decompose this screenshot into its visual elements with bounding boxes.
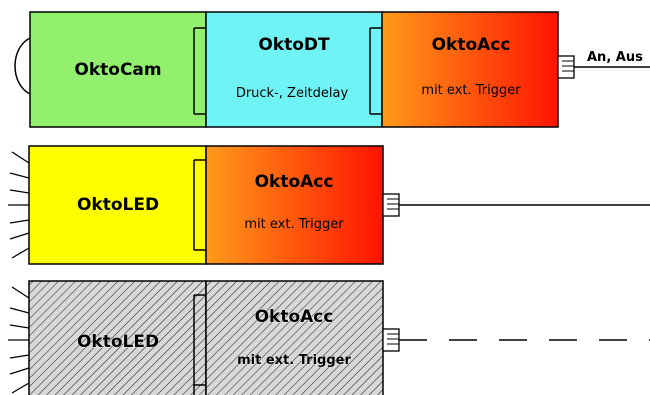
row-2: OktoLED OktoAcc mit ext. Trigger xyxy=(8,145,650,265)
camera-lens-icon xyxy=(14,37,31,95)
module-title: OktoDT xyxy=(258,35,330,55)
module-subtitle: Druck-, Zeitdelay xyxy=(236,86,349,101)
module-subtitle: mit ext. Trigger xyxy=(421,83,521,98)
plug-connector-icon xyxy=(193,27,206,115)
module-oktocam xyxy=(29,11,207,128)
module-oktodt xyxy=(205,11,383,128)
module-oktoled xyxy=(28,145,207,265)
output-jack-icon xyxy=(382,193,400,217)
module-oktoacc xyxy=(381,11,559,128)
light-rays-icon xyxy=(8,286,30,394)
module-title: OktoLED xyxy=(77,332,159,352)
module-oktoacc xyxy=(205,145,384,265)
cable-label: An, Aus xyxy=(587,50,643,65)
module-title: OktoAcc xyxy=(432,35,511,55)
module-title: OktoAcc xyxy=(255,172,334,192)
module-oktoacc-inactive xyxy=(205,280,384,395)
module-title: OktoLED xyxy=(77,195,159,215)
module-subtitle: mit ext. Trigger xyxy=(244,217,344,232)
module-title: OktoAcc xyxy=(255,307,334,327)
plug-connector-icon xyxy=(193,294,206,395)
output-jack-icon xyxy=(557,55,575,79)
row-1: OktoCam OktoDT Druck-, Zeitdelay OktoAcc… xyxy=(14,11,650,128)
output-jack-icon xyxy=(382,328,400,352)
plug-connector-icon xyxy=(193,159,206,251)
light-rays-icon xyxy=(8,151,30,259)
plug-connector-icon xyxy=(369,27,382,115)
module-title: OktoCam xyxy=(74,60,161,80)
row-3: OktoLED OktoAcc mit ext. Trigger xyxy=(8,280,650,395)
module-subtitle: mit ext. Trigger xyxy=(237,353,351,368)
module-oktoled-inactive xyxy=(28,280,207,395)
